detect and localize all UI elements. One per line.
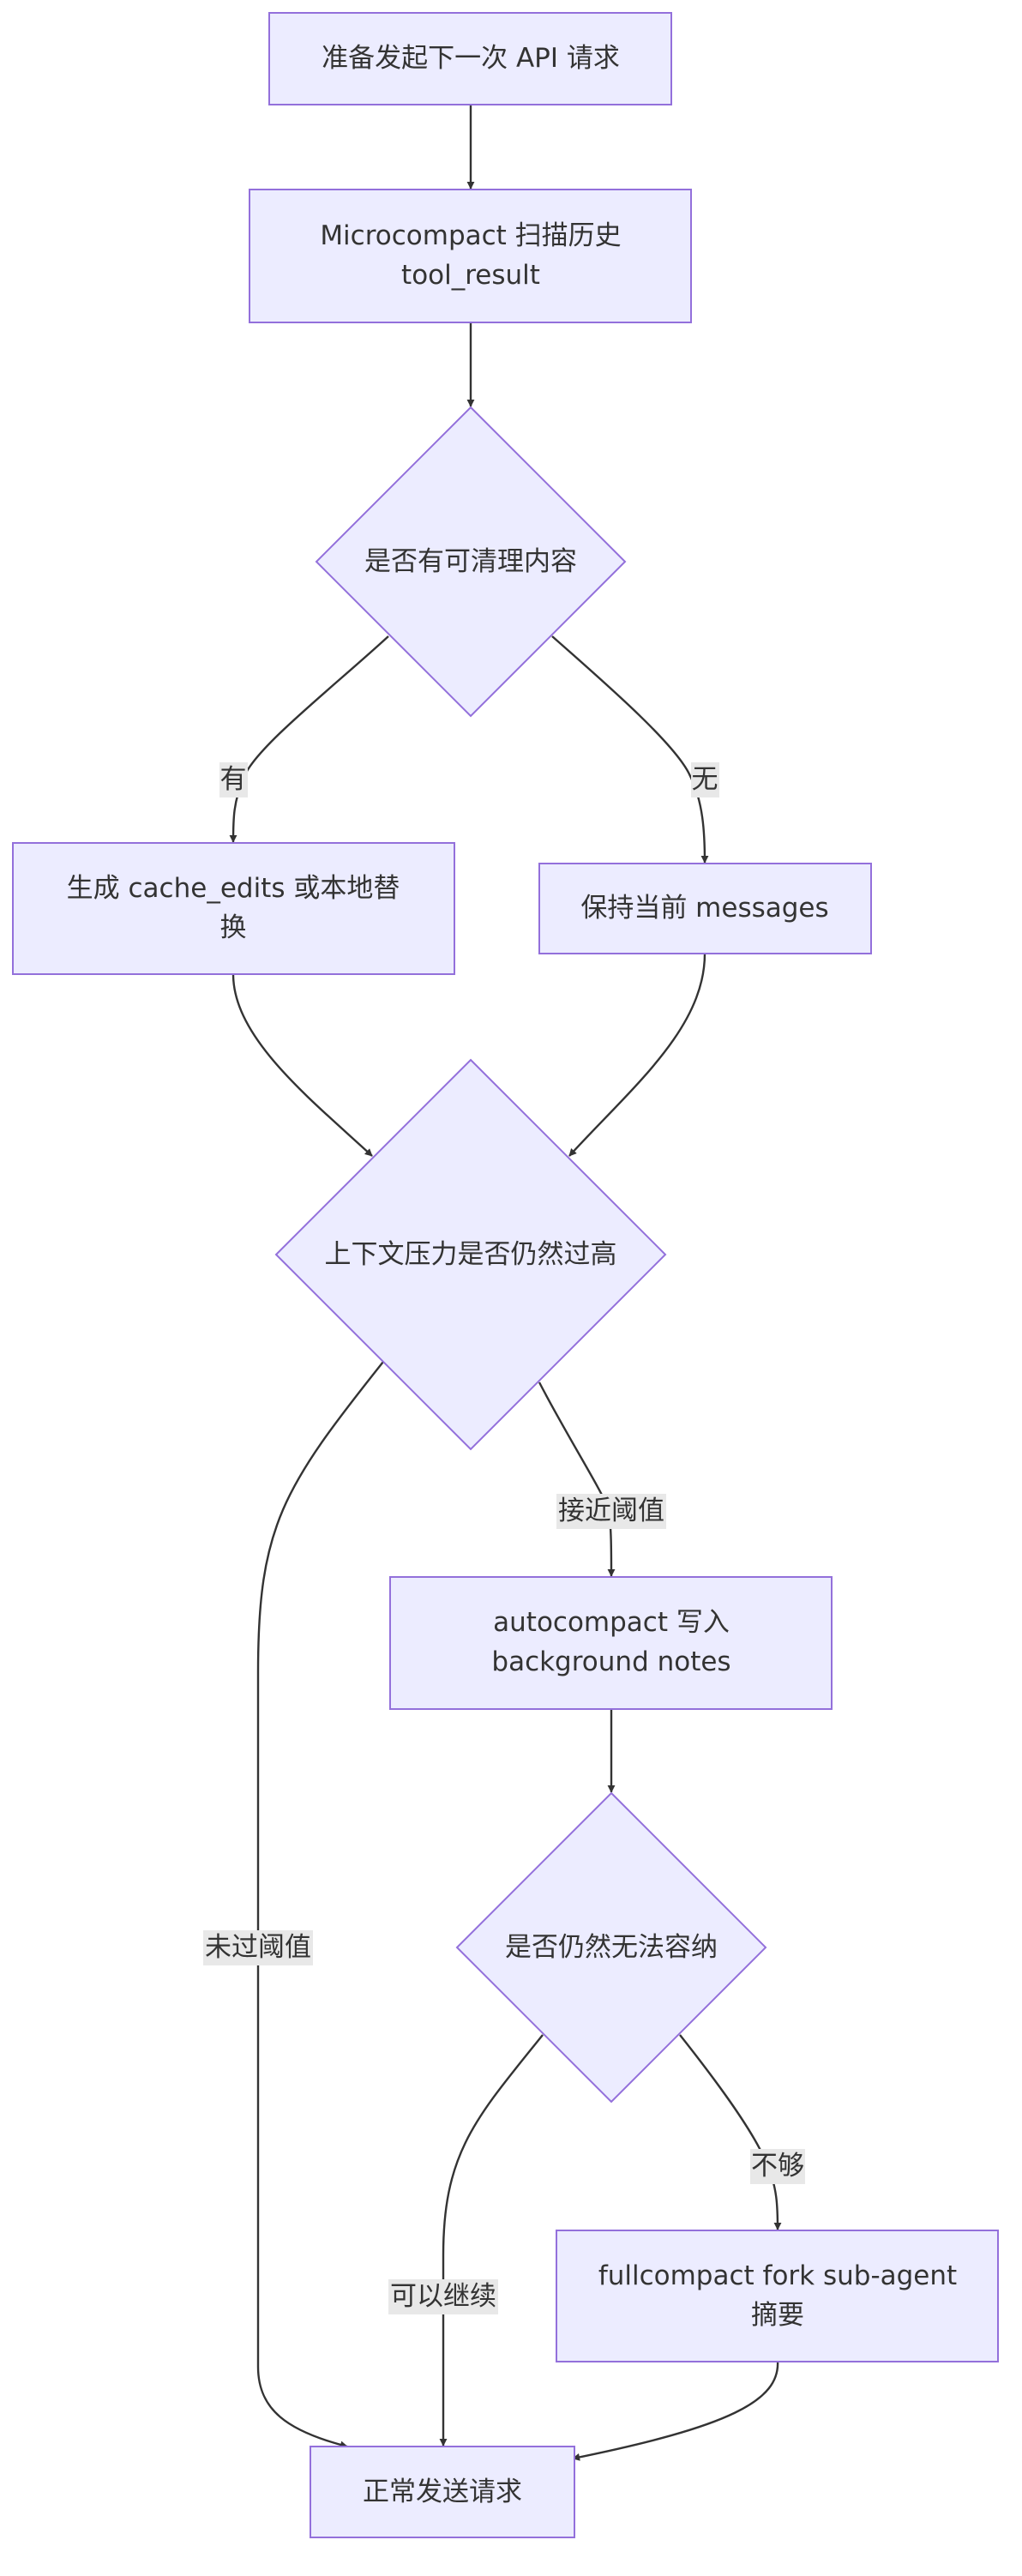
edge-label-no-text: 无 — [692, 764, 718, 795]
node-send: 正常发送请求 — [310, 2446, 575, 2538]
node-microcompact-label-line-1: Microcompact 扫描历史 — [320, 220, 621, 251]
node-check-fit-label: 是否仍然无法容纳 — [505, 1932, 718, 1963]
edge-label-near-threshold: 接近阈值 — [556, 1494, 666, 1529]
node-check-clearable-label: 是否有可清理内容 — [364, 546, 577, 577]
node-generate-edits: 生成 cache_edits 或本地替 换 — [12, 842, 455, 975]
node-fullcompact-label-line-1: fullcompact fork sub-agent — [598, 2260, 957, 2291]
node-start: 准备发起下一次 API 请求 — [268, 12, 672, 105]
node-microcompact: Microcompact 扫描历史 tool_result — [249, 189, 692, 323]
node-check-pressure-label: 上下文压力是否仍然过高 — [325, 1239, 617, 1270]
node-keep-messages: 保持当前 messages — [538, 863, 872, 954]
edge-fit-can-continue — [439, 2034, 544, 2447]
edge-clearable-yes — [229, 635, 389, 843]
node-microcompact-label-line-2: tool_result — [401, 260, 540, 291]
node-check-pressure: 上下文压力是否仍然过高 — [274, 1058, 667, 1451]
edge-label-near-threshold-text: 接近阈值 — [558, 1496, 664, 1526]
edge-fit-not-enough — [679, 2034, 782, 2230]
node-autocompact: autocompact 写入 background notes — [389, 1576, 833, 1710]
edges — [229, 105, 782, 2461]
node-generate-edits-label-line-1: 生成 cache_edits 或本地替 — [67, 873, 400, 904]
edge-label-not-enough-text: 不够 — [751, 2151, 804, 2182]
node-fullcompact: fullcompact fork sub-agent 摘要 — [556, 2230, 999, 2362]
edge-label-below-threshold: 未过阈值 — [203, 1930, 313, 1965]
edge-labels: 有 无 接近阈值 未过阈值 可以继续 不够 — [203, 762, 805, 2314]
node-send-label: 正常发送请求 — [363, 2477, 522, 2507]
edge-label-can-continue-text: 可以继续 — [390, 2281, 496, 2312]
node-fullcompact-label-line-2: 摘要 — [751, 2300, 804, 2331]
node-start-label: 准备发起下一次 API 请求 — [322, 43, 620, 74]
edge-pressure-below-threshold — [256, 1361, 384, 2449]
edge-label-can-continue: 可以继续 — [388, 2279, 498, 2314]
node-autocompact-label-line-1: autocompact 写入 — [493, 1607, 730, 1638]
node-generate-edits-label-line-2: 换 — [220, 912, 247, 943]
node-autocompact-label-line-2: background notes — [491, 1646, 730, 1677]
edge-label-no: 无 — [691, 762, 719, 797]
node-check-clearable: 是否有可清理内容 — [315, 406, 627, 718]
node-check-fit: 是否仍然无法容纳 — [455, 1791, 767, 2104]
edge-keep-to-pressure — [568, 953, 706, 1157]
edge-generate-to-pressure — [231, 973, 373, 1157]
node-keep-messages-label: 保持当前 messages — [580, 893, 828, 924]
edge-label-yes: 有 — [219, 762, 248, 797]
edge-label-not-enough: 不够 — [750, 2149, 805, 2184]
edge-label-yes-text: 有 — [220, 764, 247, 795]
edge-clearable-no — [551, 635, 709, 864]
edge-fullcompact-to-send — [572, 2360, 779, 2461]
edge-label-below-threshold-text: 未过阈值 — [205, 1932, 311, 1963]
nodes: 准备发起下一次 API 请求 Microcompact 扫描历史 tool_re… — [12, 12, 999, 2538]
edge-pressure-near-threshold — [538, 1381, 616, 1577]
